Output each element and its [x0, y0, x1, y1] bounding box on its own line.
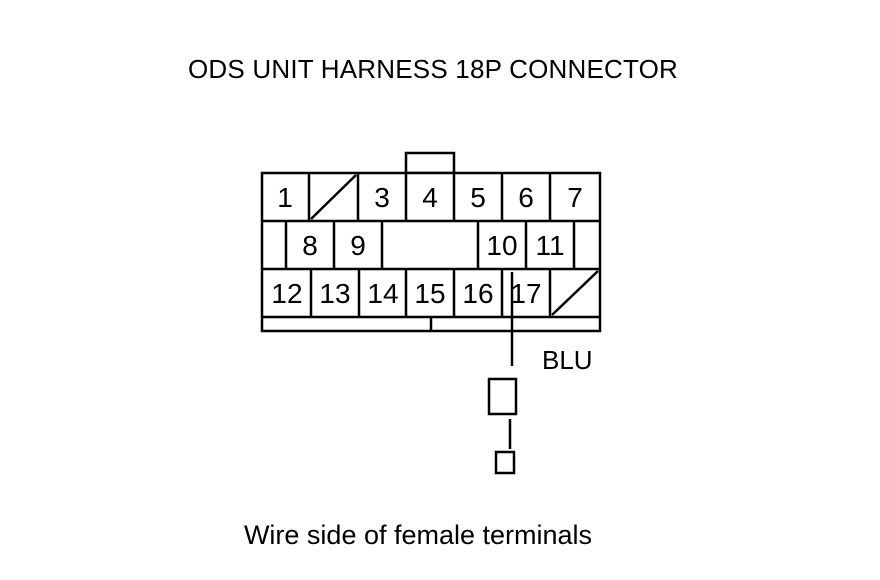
connector-lock-tab — [404, 151, 456, 175]
probe-body — [487, 377, 518, 416]
wire-color-label: BLU — [542, 345, 593, 375]
unused-cavity-18 — [551, 270, 599, 316]
pin-5-label: 5 — [470, 182, 486, 213]
pin-11-label: 11 — [535, 230, 564, 261]
pin-17-label: 17 — [510, 278, 541, 309]
pin-7-label: 7 — [567, 182, 583, 213]
pin-15-label: 15 — [414, 278, 445, 309]
probe-tip — [494, 450, 516, 475]
pin-16-label: 16 — [462, 278, 493, 309]
pin-13-label: 13 — [319, 278, 350, 309]
unused-cavity-2 — [310, 174, 357, 220]
pin-1-label: 1 — [277, 182, 293, 213]
pin-6-label: 6 — [518, 182, 534, 213]
pin-3-label: 3 — [374, 182, 390, 213]
connector-body — [260, 171, 602, 333]
pin-4-label: 4 — [422, 182, 438, 213]
pin-14-label: 14 — [367, 278, 398, 309]
connector-title: ODS UNIT HARNESS 18P CONNECTOR — [188, 54, 678, 84]
pin-12-label: 12 — [271, 278, 302, 309]
pin-8-label: 8 — [302, 230, 318, 261]
pin-10-label: 10 — [486, 230, 517, 261]
caption: Wire side of female terminals — [243, 520, 593, 550]
pin-9-label: 9 — [350, 230, 366, 261]
